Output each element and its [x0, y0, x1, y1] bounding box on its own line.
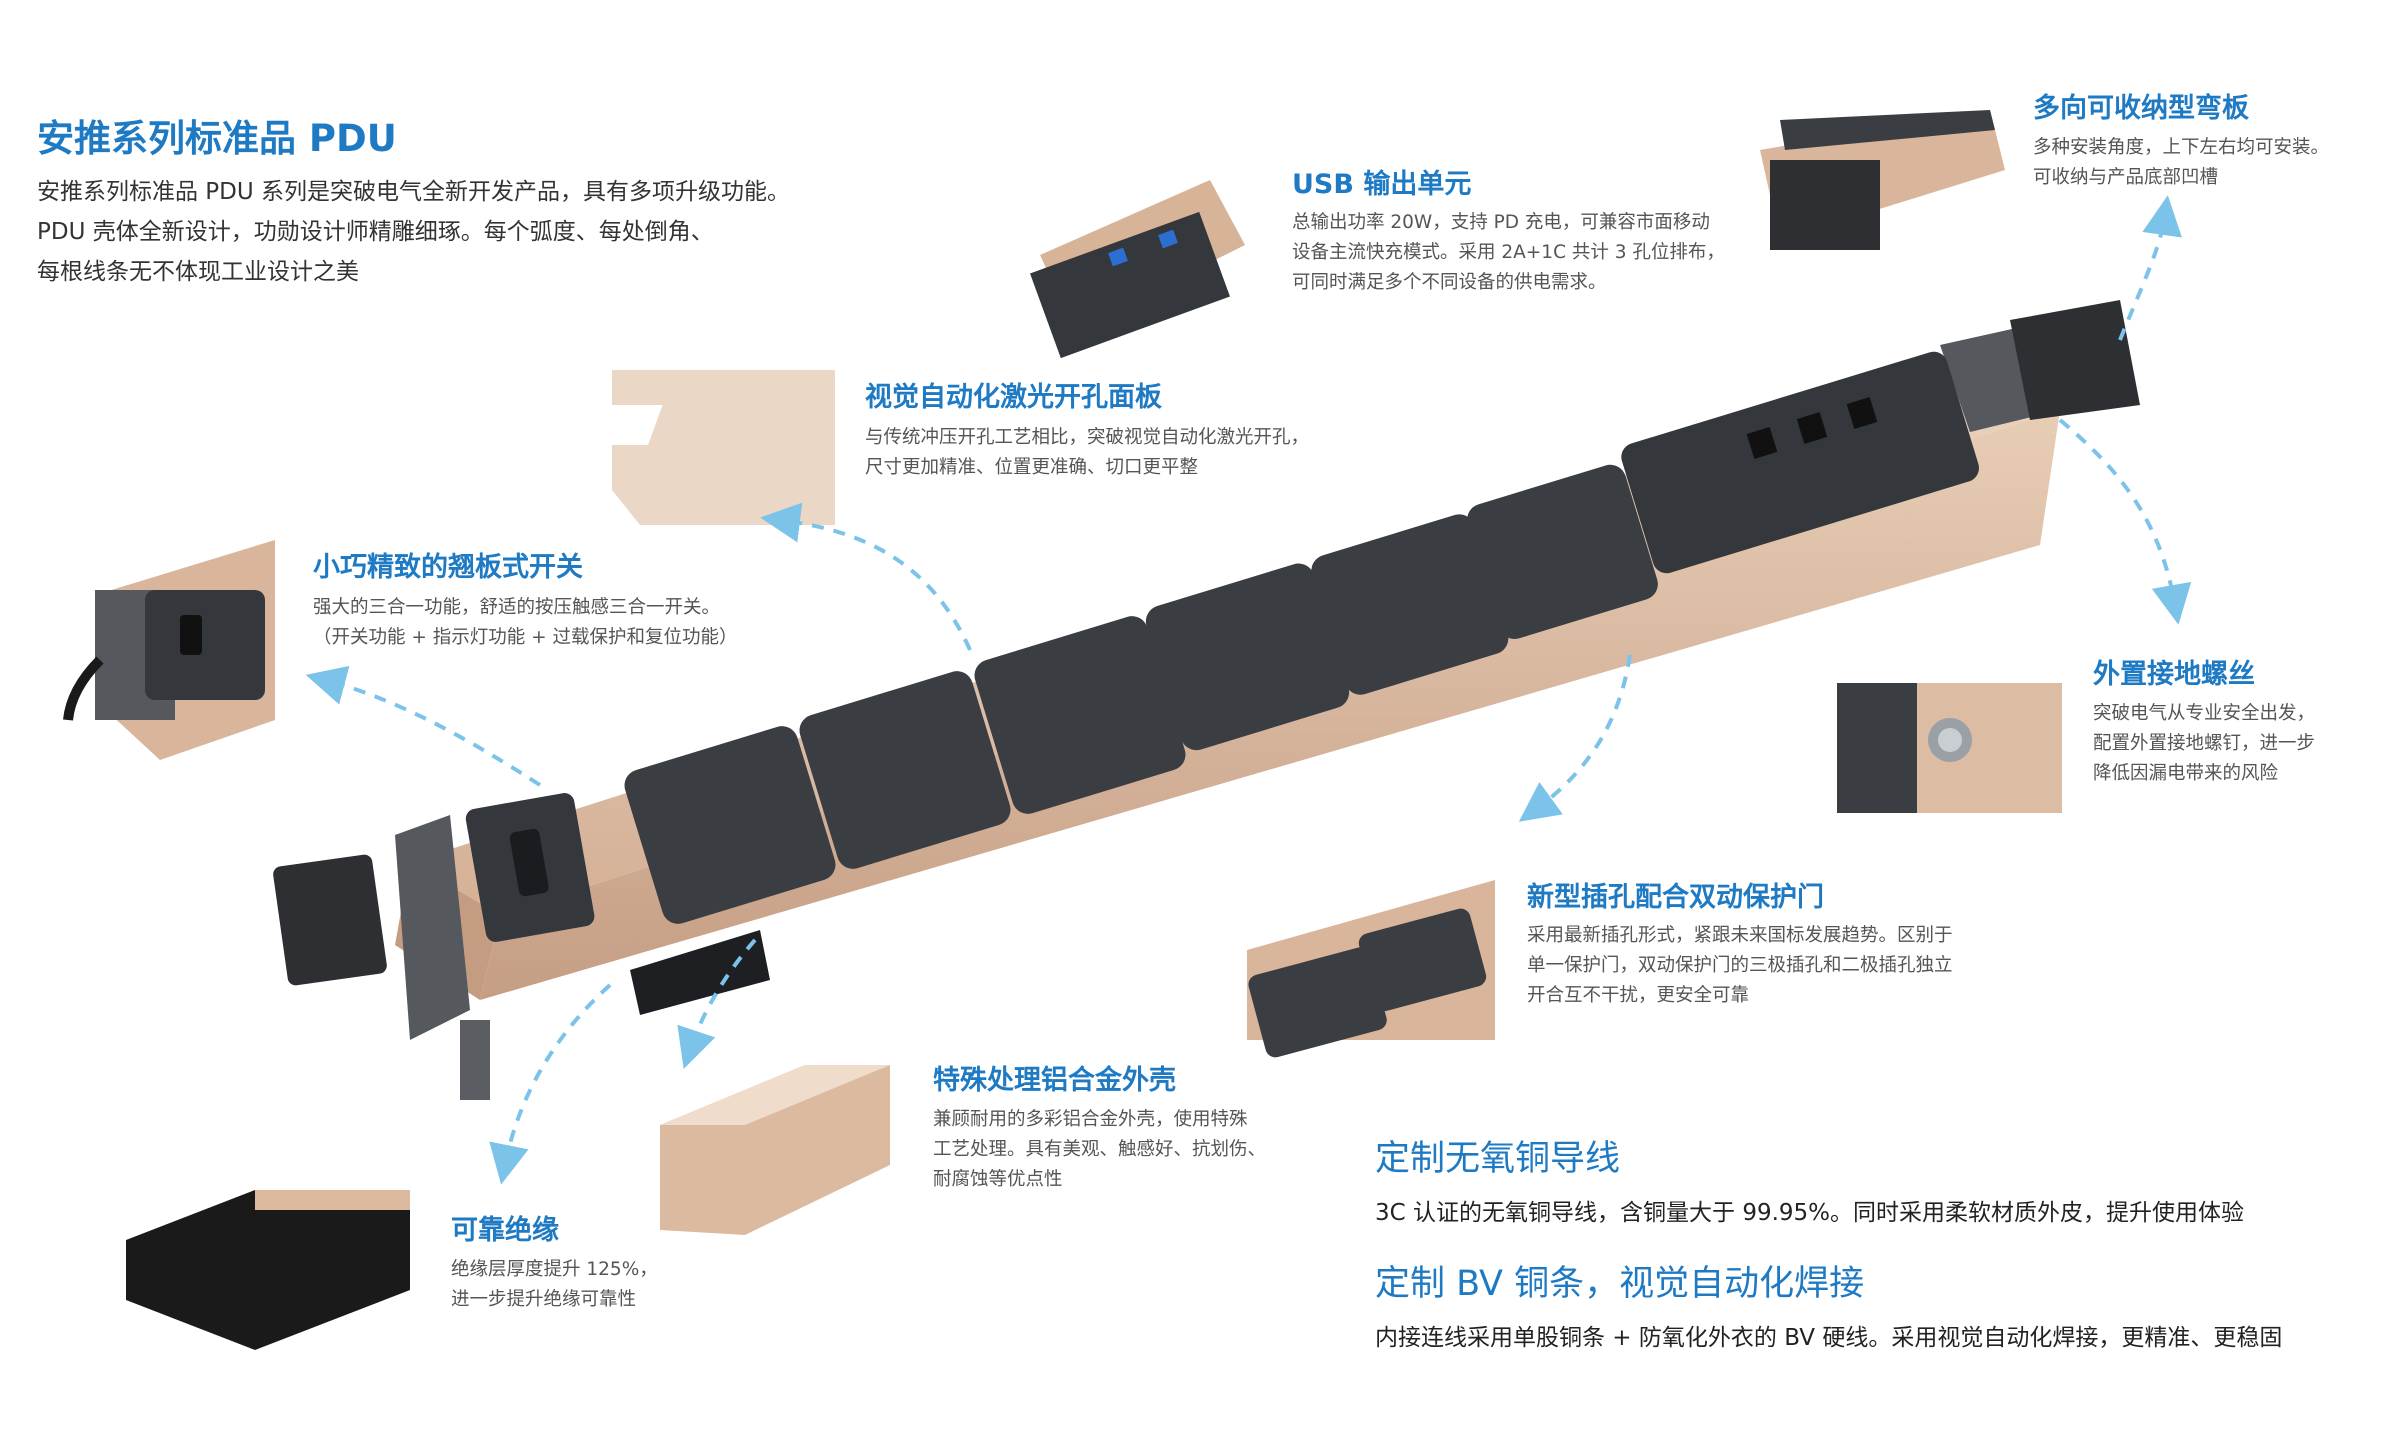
desc-line: 设备主流快充模式。采用 2A+1C 共计 3 孔位排布， — [1292, 242, 1725, 263]
intro-line: 安推系列标准品 PDU 系列是突破电气全新开发产品，具有多项升级功能。 — [37, 179, 791, 205]
aluminum-shell-thumbnail — [660, 1065, 890, 1235]
socket-row — [624, 351, 1979, 924]
desc-line: 开合互不干扰，更安全可靠 — [1527, 985, 1750, 1006]
rocker-switch-module — [465, 793, 595, 942]
desc-line: 尺寸更加精准、位置更准确、切口更平整 — [865, 457, 1199, 478]
callout-arrows — [305, 195, 2192, 1185]
desc-line: （开关功能 + 指示灯功能 + 过载保护和复位功能） — [313, 627, 738, 648]
insulation-feature-desc: 绝缘层厚度提升 125%， 进一步提升绝缘可靠性 — [451, 1255, 658, 1315]
copper-wire-title: 定制无氧铜导线 — [1375, 1139, 1621, 1179]
desc-line: 可收纳与产品底部凹槽 — [2033, 167, 2219, 188]
desc-line: 耐腐蚀等优点性 — [933, 1169, 1063, 1190]
usb-detail-thumbnail — [1030, 180, 1245, 359]
desc-line: 进一步提升绝缘可靠性 — [451, 1289, 637, 1310]
desc-line: 可同时满足多个不同设备的供电需求。 — [1292, 272, 1607, 293]
desc-line: 总输出功率 20W，支持 PD 充电，可兼容市面移动 — [1292, 212, 1710, 233]
desc-line: 单一保护门，双动保护门的三极插孔和二极插孔独立 — [1527, 955, 1953, 976]
desc-line: 采用最新插孔形式，紧跟未来国标发展趋势。区别于 — [1527, 925, 1953, 946]
desc-line: 配置外置接地螺钉，进一步 — [2093, 733, 2316, 754]
laser-panel-thumbnail — [488, 370, 835, 525]
laser-feature-title: 视觉自动化激光开孔面板 — [865, 382, 1162, 413]
switch-feature-desc: 强大的三合一功能，舒适的按压触感三合一开关。 （开关功能 + 指示灯功能 + 过… — [313, 593, 738, 653]
door-feature-desc: 采用最新插孔形式，紧跟未来国标发展趋势。区别于 单一保护门，双动保护门的三极插孔… — [1527, 921, 1953, 1011]
ground-feature-title: 外置接地螺丝 — [2093, 659, 2255, 690]
usb-feature-title: USB 输出单元 — [1292, 169, 1472, 200]
desc-line: 工艺处理。具有美观、触感好、抗划伤、 — [933, 1139, 1267, 1160]
insulation-thumbnail — [126, 1190, 410, 1350]
ground-screw-thumbnail — [1837, 683, 2062, 813]
desc-line: 突破电气从专业安全出发， — [2093, 703, 2316, 724]
bracket-feature-title: 多向可收纳型弯板 — [2033, 93, 2249, 124]
door-feature-title: 新型插孔配合双动保护门 — [1527, 882, 1824, 913]
usb-feature-desc: 总输出功率 20W，支持 PD 充电，可兼容市面移动 设备主流快充模式。采用 2… — [1292, 208, 1725, 298]
switch-detail-thumbnail — [63, 540, 275, 760]
desc-line: 与传统冲压开孔工艺相比，突破视觉自动化激光开孔， — [865, 427, 1310, 448]
ground-feature-desc: 突破电气从专业安全出发， 配置外置接地螺钉，进一步 降低因漏电带来的风险 — [2093, 699, 2315, 789]
shell-feature-title: 特殊处理铝合金外壳 — [933, 1065, 1176, 1096]
intro-line: 每根线条无不体现工业设计之美 — [37, 259, 359, 285]
copper-bar-desc: 内接连线采用单股铜条 + 防氧化外衣的 BV 硬线。采用视觉自动化焊接，更精准、… — [1375, 1325, 2283, 1351]
bracket-detail-thumbnail — [1760, 110, 2005, 250]
intro-line: PDU 壳体全新设计，功勋设计师精雕细琢。每个弧度、每处倒角、 — [37, 219, 714, 245]
intro-text: 安推系列标准品 PDU 系列是突破电气全新开发产品，具有多项升级功能。 PDU … — [37, 172, 790, 292]
desc-line: 绝缘层厚度提升 125%， — [451, 1259, 658, 1280]
copper-wire-desc: 3C 认证的无氧铜导线，含铜量大于 99.95%。同时采用柔软材质外皮，提升使用… — [1375, 1200, 2245, 1226]
desc-line: 兼顾耐用的多彩铝合金外壳，使用特殊 — [933, 1109, 1248, 1130]
desc-line: 降低因漏电带来的风险 — [2093, 763, 2279, 784]
laser-feature-desc: 与传统冲压开孔工艺相比，突破视觉自动化激光开孔， 尺寸更加精准、位置更准确、切口… — [865, 423, 1309, 483]
socket-door-thumbnail — [1247, 880, 1495, 1058]
switch-feature-title: 小巧精致的翘板式开关 — [313, 552, 583, 583]
shell-feature-desc: 兼顾耐用的多彩铝合金外壳，使用特殊 工艺处理。具有美观、触感好、抗划伤、 耐腐蚀… — [933, 1105, 1266, 1195]
page-title: 安推系列标准品 PDU — [37, 117, 397, 160]
insulation-feature-title: 可靠绝缘 — [451, 1215, 559, 1246]
bracket-feature-desc: 多种安装角度，上下左右均可安装。 可收纳与产品底部凹槽 — [2033, 133, 2329, 193]
desc-line: 多种安装角度，上下左右均可安装。 — [2033, 137, 2330, 158]
copper-bar-title: 定制 BV 铜条，视觉自动化焊接 — [1375, 1264, 1865, 1304]
desc-line: 强大的三合一功能，舒适的按压触感三合一开关。 — [313, 597, 721, 618]
